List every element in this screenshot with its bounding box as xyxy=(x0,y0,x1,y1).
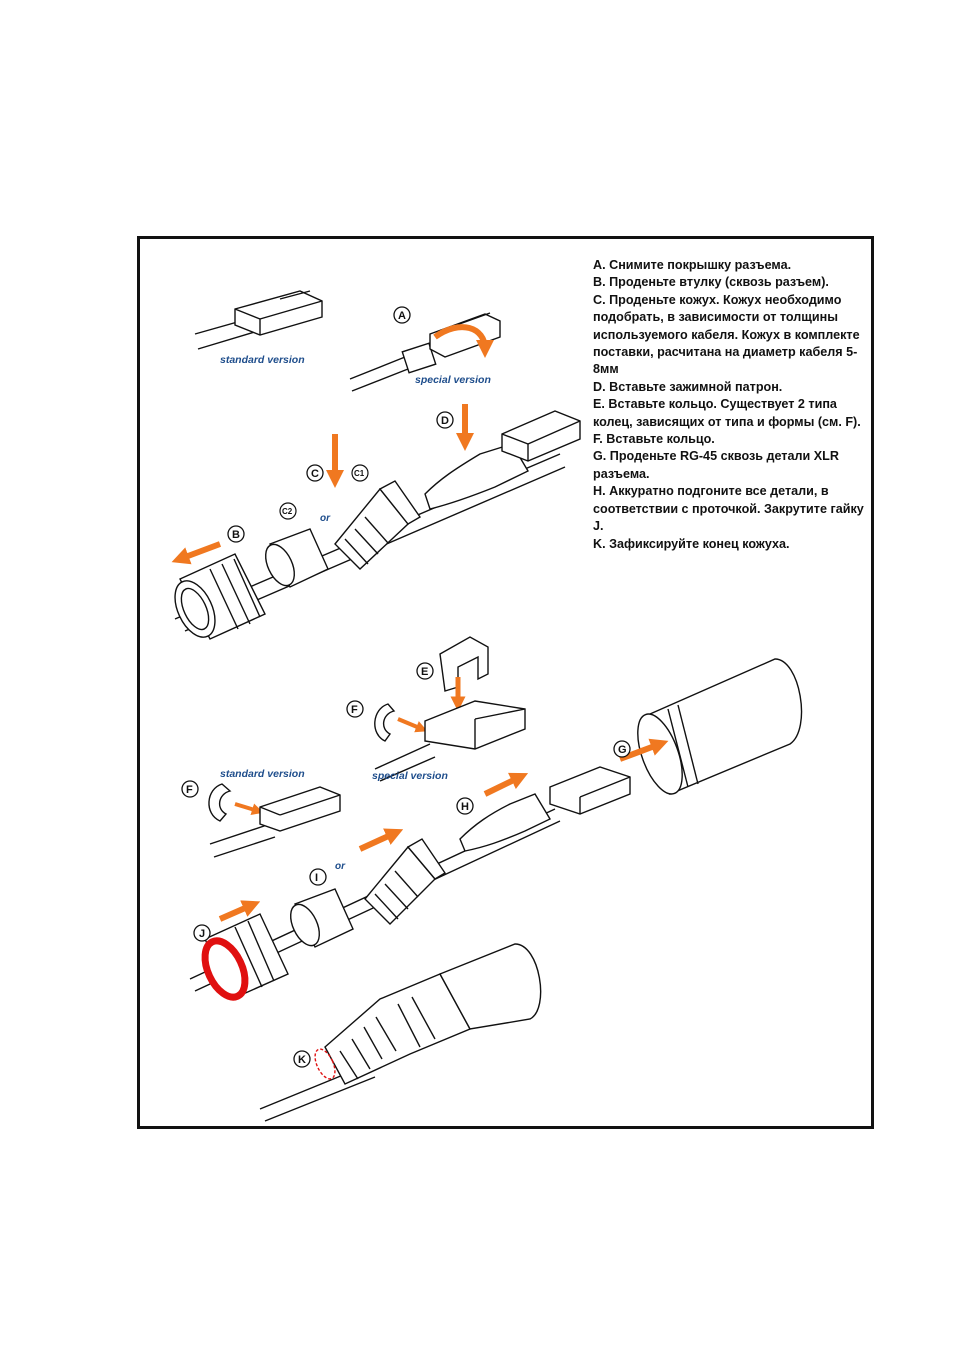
arrow-g xyxy=(618,738,669,762)
label-b: B xyxy=(232,529,240,541)
label-c: C xyxy=(311,468,319,480)
caption-special-version-top: special version xyxy=(415,374,491,386)
sleeve-h xyxy=(459,793,551,852)
ring-f-special xyxy=(374,703,396,742)
rj45-plug-assembly-top xyxy=(501,410,581,462)
instruction-f: F. Вставьте кольцо. xyxy=(593,432,715,447)
label-circle-i xyxy=(309,868,327,886)
label-e: E xyxy=(421,666,428,678)
or-mid: or xyxy=(335,861,346,872)
instruction-b: B. Проденьте втулку (сквозь разъем). xyxy=(593,275,829,290)
instruction-e: E. Вставьте кольцо. Существует 2 типа ко… xyxy=(593,397,861,429)
label-circle-c2 xyxy=(279,502,297,520)
label-j: J xyxy=(199,928,205,940)
label-c1: C1 xyxy=(354,469,365,478)
label-circle-f-special xyxy=(346,700,364,718)
rotate-highlight-k xyxy=(314,1048,336,1080)
label-d: D xyxy=(441,415,449,427)
label-h: H xyxy=(461,801,469,813)
xlr-housing xyxy=(637,658,803,795)
assembly-diagram: standard version A special version xyxy=(171,290,803,1122)
label-circle-d xyxy=(436,411,454,429)
ring-f-standard xyxy=(208,783,232,822)
rotate-highlight-j xyxy=(201,937,249,1001)
instructions-list: A. Снимите покрышку разъема. B. Проденьт… xyxy=(593,257,871,553)
label-circle-g xyxy=(613,740,631,758)
rj45-plug-standard-mid xyxy=(209,786,341,858)
label-circle-j xyxy=(193,924,211,942)
instruction-c: C. Проденьте кожух. Кожух необходимо под… xyxy=(593,292,860,377)
ring-i xyxy=(289,888,354,948)
label-circle-e xyxy=(416,662,434,680)
arrow-f-standard xyxy=(234,802,264,815)
caption-standard-version-top: standard version xyxy=(220,354,305,366)
arrow-b xyxy=(171,541,222,565)
rj45-plug-special-mid xyxy=(374,700,526,782)
caption-special-version-mid: special version xyxy=(372,770,448,782)
diagram-frame: standard version A special version xyxy=(137,236,874,1129)
label-f-special: F xyxy=(351,704,358,716)
boot-i-alt xyxy=(364,838,446,925)
instruction-k: K. Зафиксируйте конец кожуха. xyxy=(593,536,790,551)
ring-c2 xyxy=(264,528,329,588)
arrow-h xyxy=(483,772,529,797)
label-g: G xyxy=(618,744,627,756)
rotate-arrow-a xyxy=(433,324,494,358)
label-k: K xyxy=(298,1054,306,1066)
label-i: I xyxy=(315,872,318,884)
label-c2: C2 xyxy=(282,507,293,516)
label-circle-c xyxy=(306,464,324,482)
xlr-assembled xyxy=(324,943,542,1085)
label-a: A xyxy=(398,310,406,322)
label-circle-h xyxy=(456,797,474,815)
label-circle-k xyxy=(293,1050,311,1068)
label-f-standard: F xyxy=(186,784,193,796)
instruction-d: D. Вставьте зажимной патрон. xyxy=(593,379,783,394)
ring-e xyxy=(439,636,489,692)
chuck-d xyxy=(424,443,529,510)
instruction-h: H. Аккуратно подгоните все детали, в соо… xyxy=(593,484,864,534)
label-circle-a xyxy=(393,306,411,324)
label-circle-b xyxy=(227,525,245,543)
instruction-a: A. Снимите покрышку разъема. xyxy=(593,258,792,272)
label-circle-c1 xyxy=(351,464,369,482)
label-circle-f-standard xyxy=(181,780,199,798)
arrow-f-special xyxy=(397,717,428,733)
rj45-plug-assembly-mid xyxy=(549,766,631,815)
boot-c1 xyxy=(334,480,422,570)
rj45-plug-special-top xyxy=(349,312,501,392)
arrow-i xyxy=(358,828,404,852)
rj45-plug-standard-top xyxy=(194,290,323,350)
instruction-g: G. Проденьте RG-45 сквозь детали XLR раз… xyxy=(593,449,839,481)
arrow-j xyxy=(218,900,261,922)
or-top: or xyxy=(320,513,331,524)
nut-b xyxy=(174,553,266,640)
caption-standard-version-mid: standard version xyxy=(220,768,305,780)
